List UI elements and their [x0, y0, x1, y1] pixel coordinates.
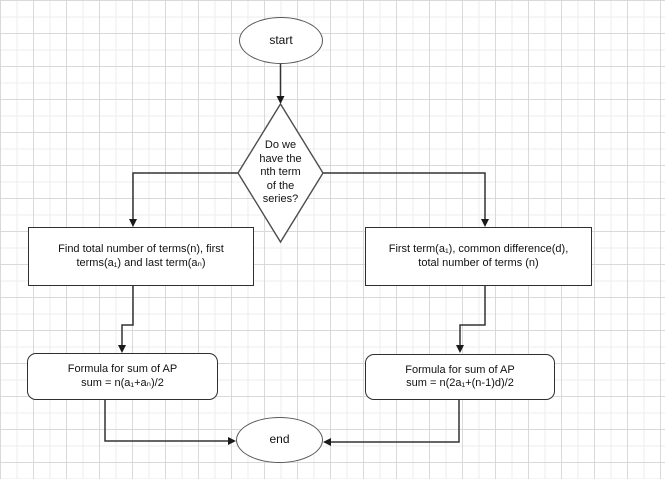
formula-left-line: Formula for sum of AP — [67, 363, 178, 375]
arrowhead-down-icon — [276, 96, 285, 104]
connector-start-to-decision — [276, 64, 285, 104]
branch-right-line: First term(a₁), common difference(d), — [388, 243, 569, 255]
end-node: end — [236, 417, 323, 463]
arrowhead-down-icon — [129, 219, 137, 227]
arrowhead-right-icon — [228, 437, 236, 445]
connector-formula-right-to-end — [323, 400, 460, 446]
connector-line — [459, 286, 486, 345]
arrowhead-down-icon — [118, 345, 126, 353]
connector-line — [331, 400, 460, 443]
formula-left-line: sum = n(a₁+aₙ)/2 — [81, 376, 164, 389]
decision-line: series? — [262, 193, 299, 206]
branch-right-line: total number of terms (n) — [418, 256, 539, 269]
connector-line — [121, 286, 134, 345]
branch-left-line: terms(a₁) and last term(aₙ) — [76, 256, 206, 269]
connector-decision-to-branch-left — [129, 172, 238, 227]
formula-right-line: Formula for sum of AP — [405, 363, 515, 376]
connector-branch-right-to-formula-right — [456, 286, 486, 353]
branch-left-node: Find total number of terms(n), first ter… — [28, 227, 254, 286]
decision-line: have the — [259, 152, 302, 165]
connector-branch-left-to-formula-left — [118, 286, 134, 353]
end-label: end — [269, 432, 290, 447]
formula-right-line: sum = n(2a₁+(n-1)d)/2 — [406, 377, 514, 389]
arrowhead-left-icon — [323, 438, 331, 446]
start-label: start — [269, 32, 293, 47]
arrowhead-down-icon — [481, 219, 489, 227]
branch-left-line: Find total number of terms(n), first — [58, 243, 224, 255]
decision-diamond-shape — [237, 102, 324, 244]
formula-left-node: Formula for sum of AP sum = n(a₁+aₙ)/2 — [27, 353, 218, 400]
decision-line: of the — [266, 179, 295, 192]
decision-line: nth term — [260, 166, 301, 179]
start-node: start — [239, 17, 323, 64]
connector-decision-to-branch-right — [323, 172, 489, 227]
connector-line — [323, 172, 486, 219]
connector-line — [104, 400, 228, 442]
connector-formula-left-to-end — [104, 400, 236, 445]
decision-line: Do we — [264, 139, 297, 152]
decision-label: Do we have the nth term of the series? — [240, 112, 321, 234]
arrowhead-down-icon — [456, 345, 464, 353]
formula-right-node: Formula for sum of AP sum = n(2a₁+(n-1)d… — [365, 354, 555, 400]
connector-line — [132, 172, 238, 219]
branch-right-node: First term(a₁), common difference(d), to… — [365, 227, 592, 286]
